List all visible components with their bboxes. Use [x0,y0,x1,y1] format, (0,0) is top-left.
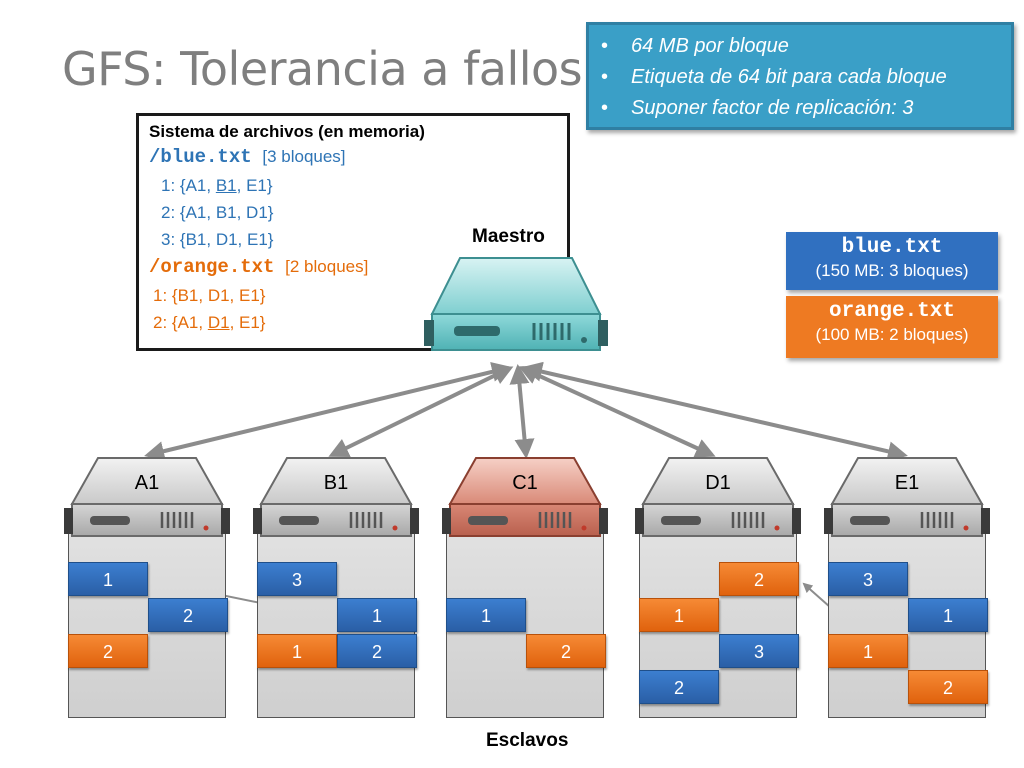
server-name-a1: A1 [134,472,160,494]
legend-file-size: (100 MB: 2 bloques) [815,325,969,344]
blue-chunk-line: 2: {A1, B1, D1} [161,203,274,222]
legend-file-size: (150 MB: 3 bloques) [815,261,969,280]
orange-chunk-line: 2: {A1, D1, E1} [153,313,266,332]
arrow-d1 [518,365,716,458]
orange-file-legend: orange.txt (100 MB: 2 bloques) [786,296,998,358]
slide-title: GFS: Tolerancia a fallos [62,42,583,96]
orange-file-line: /orange.txt [2 bloques] [149,256,368,278]
arrow-a1 [144,362,512,461]
orange-chunk-block: 1 [828,634,908,668]
blue-chunk-block: 1 [908,598,988,632]
orange-file-name: /orange.txt [149,256,275,278]
note-item: Suponer factor de replicación: 3 [601,93,1011,124]
server-name-c1: C1 [512,472,538,494]
legend-file-name: orange.txt [828,300,956,323]
master-server-icon [424,257,608,351]
server-name-e1: E1 [894,472,920,494]
orange-chunk-block: 2 [68,634,148,668]
blue-chunk-block: 1 [337,598,417,632]
blue-file-line: /blue.txt [3 bloques] [149,146,346,168]
blue-file-legend: blue.txt (150 MB: 3 bloques) [786,232,998,290]
server-name-b1: B1 [323,472,349,494]
note-item: 64 MB por bloque [601,31,1011,62]
orange-chunk-block: 2 [908,670,988,704]
blue-chunk-line: 3: {B1, D1, E1} [161,230,274,249]
server-icon [64,457,230,537]
blue-file-name: /blue.txt [149,146,252,168]
server-name-d1: D1 [705,472,731,494]
blue-chunk-block: 1 [68,562,148,596]
server-icon [442,457,608,537]
slaves-label: Esclavos [486,730,569,751]
server-icon [635,457,801,537]
blue-chunk-block: 3 [719,634,799,668]
blue-file-count: [3 bloques] [262,147,346,166]
orange-chunk-block: 1 [257,634,337,668]
blue-chunk-block: 2 [148,598,228,632]
orange-chunk-block: 2 [526,634,606,668]
server-icon [253,457,419,537]
orange-chunk-block: 2 [719,562,799,596]
blue-chunk-block: 3 [828,562,908,596]
arrow-e1 [522,361,908,462]
orange-chunk-block: 1 [639,598,719,632]
blue-chunk-block: 2 [337,634,417,668]
orange-chunk-line: 1: {B1, D1, E1} [153,286,266,305]
arrow-c1 [509,364,535,459]
blue-chunk-block: 2 [639,670,719,704]
blue-chunk-block: 3 [257,562,337,596]
master-label: Maestro [472,226,545,247]
server-icon [824,457,990,537]
notes-box: 64 MB por bloque Etiqueta de 64 bit para… [586,22,1014,130]
note-item: Etiqueta de 64 bit para cada bloque [601,62,1011,93]
arrow-b1 [328,366,514,457]
orange-file-count: [2 bloques] [285,257,369,276]
legend-file-name: blue.txt [841,236,943,259]
filesystem-header: Sistema de archivos (en memoria) [149,122,425,141]
blue-chunk-line: 1: {A1, B1, E1} [161,176,273,195]
blue-chunk-block: 1 [446,598,526,632]
